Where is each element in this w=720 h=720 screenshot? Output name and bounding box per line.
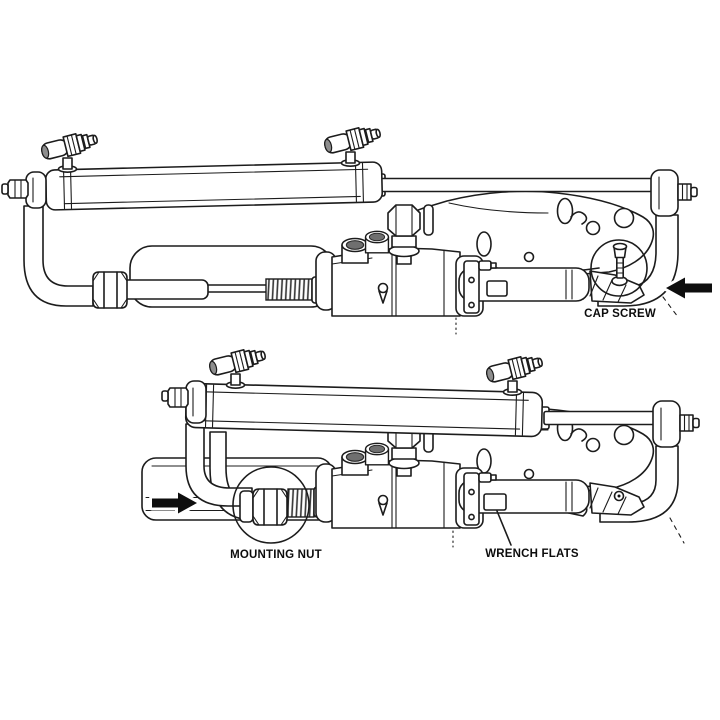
installed-cap-screw-icon: [613, 490, 625, 502]
mounting-nut-label: MOUNTING NUT: [230, 549, 322, 561]
support-strap-right: [599, 445, 679, 523]
cylinder-right-section: [458, 479, 590, 514]
wrench-flats-label: WRENCH FLATS: [485, 548, 579, 560]
callout-circle: [590, 239, 648, 297]
cap-screw-foot: [589, 270, 645, 304]
mount-bracket: [463, 260, 497, 314]
hydraulic-port: [364, 442, 390, 466]
rod-end-left: [161, 380, 207, 424]
rod-end-left: [1, 171, 47, 209]
wrench-flats: [483, 493, 507, 511]
mounting-nut: [92, 271, 128, 309]
thread-section: [265, 278, 313, 301]
hydraulic-port: [341, 237, 369, 264]
cap-screw-icon: [611, 242, 628, 287]
valve-body: [315, 247, 461, 317]
bottom-view: MOUNTING NUT WRENCH FLATS: [141, 344, 700, 561]
direction-arrow-left: [663, 274, 715, 302]
leader-dashes: [662, 296, 679, 318]
support-strap-right: [597, 214, 679, 307]
cap-screw-label: CAP SCREW: [584, 308, 656, 320]
cylinder-barrel: [184, 382, 544, 438]
valve-body: [315, 459, 461, 529]
cylinder-right-section: [458, 267, 590, 302]
hydraulic-port: [364, 230, 390, 254]
mounting-nut: [252, 488, 288, 526]
cylinder-barrel: [44, 161, 384, 211]
mounting-nut-callout: [232, 466, 310, 544]
mount-bracket: [463, 472, 497, 526]
banjo-bolt: [387, 204, 421, 265]
wrench-flats-leader: [496, 510, 512, 546]
top-view: CAP SCREW: [1, 122, 715, 335]
hydraulic-port: [341, 449, 369, 476]
direction-arrow-right: [149, 489, 200, 517]
thread-section: [287, 488, 315, 518]
cap-screw-foot: [589, 482, 645, 516]
cap-screw-callout: [590, 239, 648, 297]
